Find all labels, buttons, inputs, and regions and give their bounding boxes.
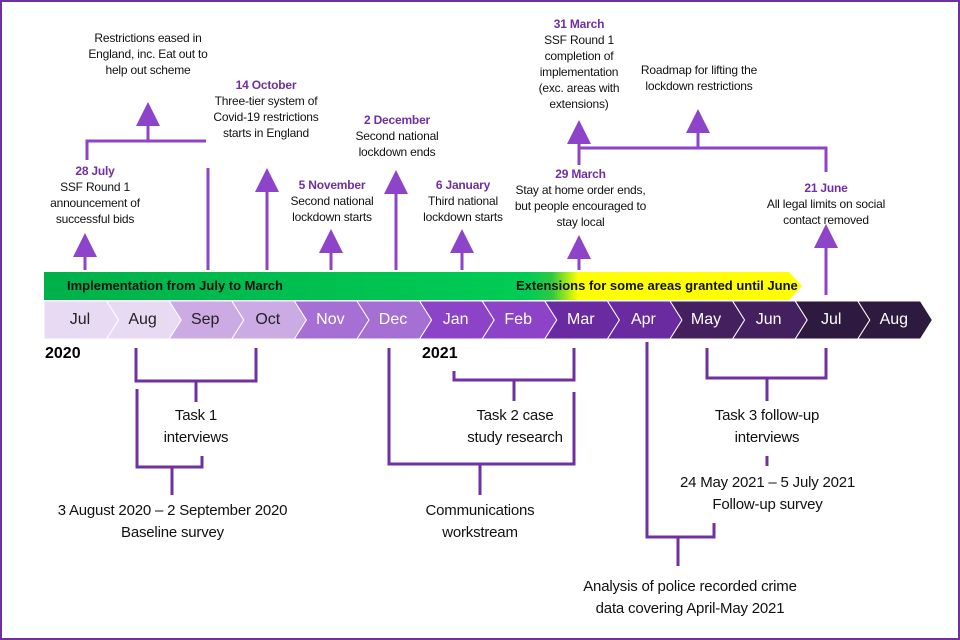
baseline-survey: 3 August 2020 – 2 September 2020 Baselin… — [40, 500, 305, 544]
task3-label: Task 3 follow-up interviews — [714, 407, 820, 446]
baseline-label: Baseline survey — [121, 524, 224, 541]
event-jan6: 6 January Third national lockdown starts — [413, 177, 513, 225]
event-text: Roadmap for lifting the lockdown restric… — [640, 63, 758, 93]
baseline-dates: 3 August 2020 – 2 September 2020 — [57, 502, 288, 519]
month-label: Dec — [378, 311, 408, 328]
event-roadmap: Roadmap for lifting the lockdown restric… — [640, 62, 758, 94]
event-text: Second national lockdown ends — [355, 129, 439, 159]
event-nov5: 5 November Second national lockdown star… — [282, 177, 382, 225]
bracket-roadmap — [577, 146, 828, 172]
implementation-banner — [44, 272, 802, 300]
month-label: Feb — [504, 311, 532, 328]
month-label: Jan — [442, 311, 469, 328]
event-text: Third national lockdown starts — [423, 194, 503, 224]
month-label: Apr — [630, 311, 656, 328]
year-2020: 2020 — [45, 345, 81, 362]
banner-extensions-label: Extensions for some areas granted until … — [516, 278, 798, 293]
followup-dates: 24 May 2021 – 5 July 2021 — [679, 474, 856, 491]
bracket-baseline — [135, 389, 204, 469]
comms-label: Communications workstream — [425, 502, 535, 541]
event-text: SSF Round 1 completion of implementation… — [538, 33, 620, 111]
followup-survey: 24 May 2021 – 5 July 2021 Follow-up surv… — [665, 472, 870, 516]
month-label: Nov — [316, 311, 345, 328]
month-label: Jun — [755, 311, 782, 328]
event-date: 29 March — [555, 167, 606, 181]
bracket-restrictions-eased — [85, 139, 206, 160]
event-date: 21 June — [804, 181, 848, 195]
month-label: Jul — [69, 311, 91, 328]
task1-label: Task 1 interviews — [163, 407, 229, 446]
event-text: Restrictions eased in England, inc. Eat … — [88, 31, 208, 77]
event-mar29: 29 March Stay at home order ends, but pe… — [513, 166, 648, 230]
task2-label: Task 2 case study research — [467, 407, 563, 446]
event-date: 6 January — [435, 178, 491, 192]
event-date: 2 December — [363, 113, 431, 127]
event-text: All legal limits on social contact remov… — [766, 197, 886, 227]
event-text: Three-tier system of Covid-19 restrictio… — [213, 94, 319, 140]
event-date: 5 November — [298, 178, 366, 192]
year-2021: 2021 — [422, 345, 458, 362]
month-label: May — [690, 311, 722, 328]
event-jun21: 21 June All legal limits on social conta… — [756, 180, 896, 228]
event-date: 14 October — [235, 78, 297, 92]
event-text: Second national lockdown starts — [290, 194, 374, 224]
event-mar31: 31 March SSF Round 1 completion of imple… — [527, 16, 631, 112]
event-dec2: 2 December Second national lockdown ends — [347, 112, 447, 160]
event-date: 31 March — [553, 17, 605, 31]
month-label: Aug — [128, 311, 157, 328]
followup-label: Follow-up survey — [712, 496, 823, 513]
event-date: 28 July — [75, 164, 115, 178]
month-chevron — [856, 300, 933, 340]
month-label: Aug — [879, 311, 909, 328]
crime-analysis-label: Analysis of police recorded crime data c… — [583, 578, 797, 617]
event-text: Stay at home order ends, but people enco… — [514, 183, 647, 229]
banner-implementation-label: Implementation from July to March — [67, 278, 283, 293]
month-label: Sep — [190, 311, 220, 328]
month-label: Jul — [820, 311, 842, 328]
event-oct14: 14 October Three-tier system of Covid-19… — [206, 77, 326, 141]
event-text: SSF Round 1 announcement of successful b… — [50, 180, 140, 226]
month-label: Oct — [255, 311, 281, 328]
bracket-crime — [645, 342, 716, 539]
month-label: Mar — [567, 311, 595, 328]
event-jul28: 28 July SSF Round 1 announcement of succ… — [40, 163, 150, 227]
event-restrictions-eased: Restrictions eased in England, inc. Eat … — [88, 30, 208, 78]
